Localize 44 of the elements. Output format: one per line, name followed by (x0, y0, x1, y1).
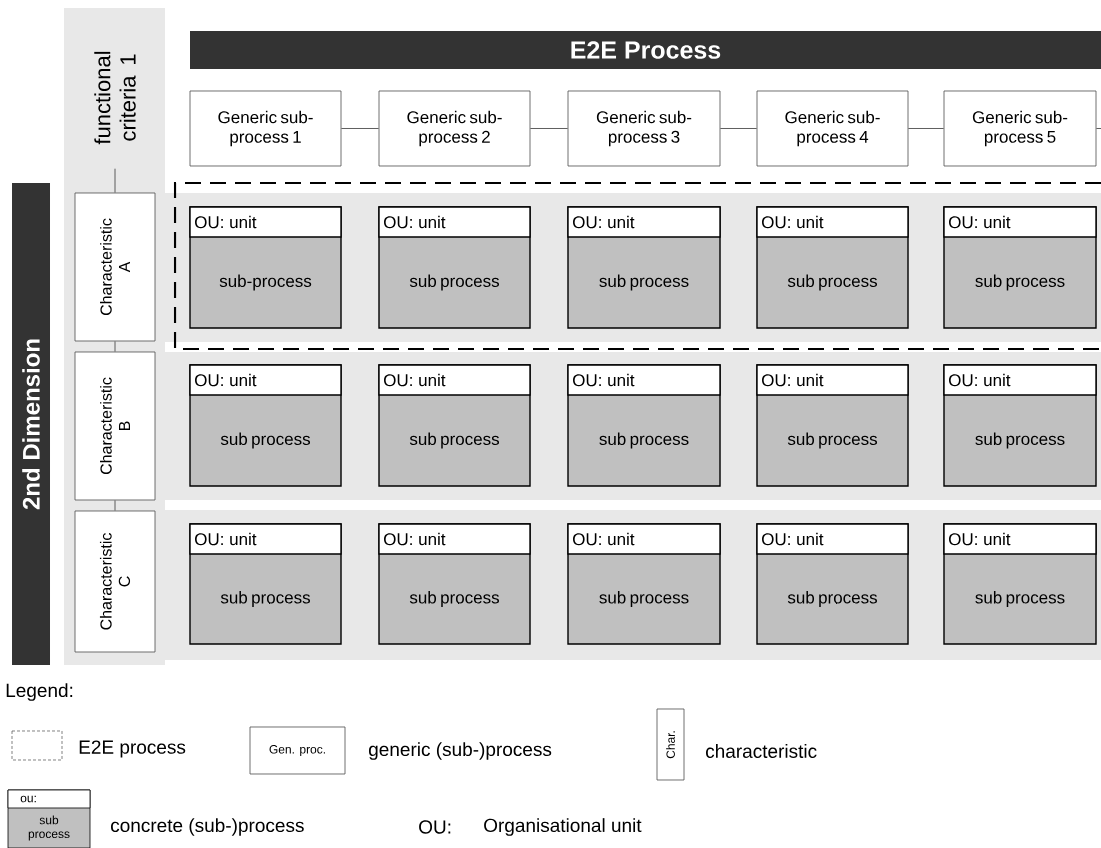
generic-process-box: Generic sub- process 1 (189, 90, 342, 167)
concrete-process-box: OU: unit sub process (943, 364, 1097, 487)
concrete-process-box: OU: unit sub process (567, 364, 721, 487)
legend-generic-sample: Gen. proc. (249, 726, 346, 775)
legend-concrete-sample: ou: sub process (7, 789, 91, 848)
concrete-process-box: OU: unit sub process (567, 206, 721, 329)
concrete-process-box: OU: unit sub process (943, 206, 1097, 329)
characteristic-box: Characteristic B (74, 351, 156, 501)
concrete-process-box: OU: unit sub-process (189, 206, 342, 329)
legend-text: Legend: (6, 683, 73, 701)
characteristic-box: Characteristic C (74, 510, 156, 653)
criteria-label: functional criteria 1 (94, 51, 136, 145)
connector-line (114, 168, 116, 194)
generic-process-box: Generic sub- process 4 (756, 90, 909, 167)
concrete-process-box: OU: unit sub process (378, 206, 531, 329)
concrete-process-box: OU: unit sub process (756, 206, 909, 329)
legend-text: OU: (419, 820, 451, 834)
connector-line (114, 499, 116, 512)
concrete-process-box: OU: unit sub process (567, 523, 721, 645)
concrete-process-box: OU: unit sub process (756, 364, 909, 487)
connector-line (340, 128, 380, 129)
concrete-process-box: OU: unit sub process (378, 364, 531, 487)
generic-process-box: Generic sub- process 2 (378, 90, 531, 167)
legend-text: generic (sub-)process (369, 742, 552, 760)
connector-line (1095, 128, 1101, 129)
concrete-process-box: OU: unit sub process (189, 523, 342, 645)
legend-text: E2E process (79, 740, 186, 758)
concrete-process-box: OU: unit sub process (943, 523, 1097, 645)
legend-text: Organisational unit (484, 818, 642, 836)
concrete-process-box: OU: unit sub process (189, 364, 342, 487)
connector-line (907, 128, 945, 129)
connector-line (114, 340, 116, 353)
connector-line (529, 128, 569, 129)
legend-text: concrete (sub-)process (111, 818, 304, 836)
legend-text: characteristic (706, 744, 817, 758)
process-banner: E2E Process (190, 31, 1101, 69)
connector-line (719, 128, 758, 129)
legend-characteristic-sample: Char. (656, 708, 685, 781)
concrete-process-box: OU: unit sub process (756, 523, 909, 645)
dimension-bar: 2nd Dimension (12, 183, 50, 665)
generic-process-box: Generic sub- process 5 (943, 90, 1097, 167)
characteristic-box: Characteristic A (74, 192, 156, 342)
concrete-process-box: OU: unit sub process (378, 523, 531, 645)
generic-process-box: Generic sub- process 3 (567, 90, 721, 167)
